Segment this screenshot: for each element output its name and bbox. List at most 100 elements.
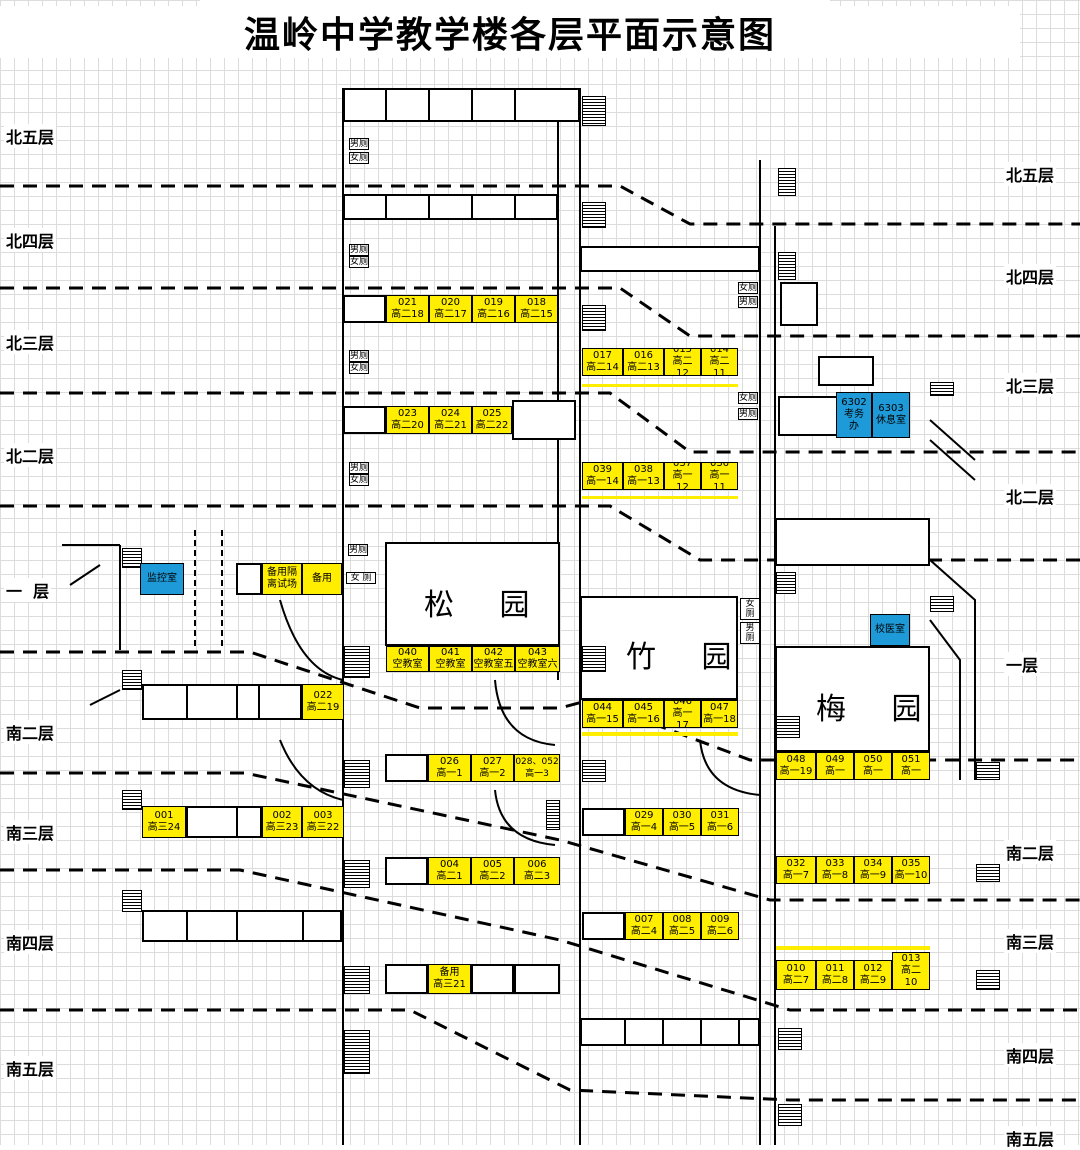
room-blank [236,563,262,595]
room-blank [385,754,428,782]
room-blank [778,396,838,436]
north3-annex [780,282,818,326]
stairs [930,382,954,396]
monitoring-room: 监控室 [140,563,184,595]
landing [512,400,576,440]
stairs [122,548,142,568]
toilet-female: 女厕 [349,362,369,374]
floor-label-left: 北四层 [4,228,57,252]
song-garden [385,542,560,646]
mei-garden [775,646,930,752]
floor-label-left: 北五层 [4,124,57,148]
stairs [778,252,796,280]
room-blank [514,964,560,994]
room: 备用隔 离试场 [262,563,302,595]
floor-label-left: 南五层 [4,1056,57,1080]
stairs [344,760,370,788]
room-blank [385,857,428,885]
stairs [122,890,142,912]
zhu-garden [580,596,738,700]
stairs [582,96,606,126]
toilet-male: 男厕 [349,244,369,256]
mei-north-block [775,518,930,566]
south5-corridor [580,1018,760,1046]
mei-garden-label: 梅 园 [816,692,940,727]
room-blank [343,406,386,434]
floor-label-left: 一 层 [4,578,52,602]
toilet-female: 女厕 [349,152,369,164]
floor-label-left: 南四层 [4,930,57,954]
floor-label-right: 一层 [1004,652,1041,676]
north3-annex [818,356,874,386]
toilet-female: 女 厕 [740,598,760,620]
toilet-male: 男厕 [738,408,758,420]
toilet-male: 男厕 [349,138,369,150]
floor-label-left: 北三层 [4,330,57,354]
stairs [546,800,560,830]
stairs [930,596,954,612]
toilet-male: 男厕 [349,350,369,362]
toilet-male: 男 厕 [740,622,760,644]
stairs [976,864,1000,882]
floor-label-right: 南三层 [1004,929,1057,953]
north4-east-corridor [580,246,760,272]
stairs [582,202,606,228]
stairs [776,572,796,594]
floor-label-right: 南四层 [1004,1043,1057,1067]
stairs [778,168,796,196]
stairs [582,760,606,782]
stairs [582,646,606,672]
stairs [344,860,370,888]
song-garden-label: 松 园 [424,588,548,623]
stairs [122,670,142,690]
stairs [976,762,1000,780]
zhu-garden-label: 竹 园 [626,640,750,675]
stairs [976,970,1000,990]
room-blank [582,912,625,940]
floor-label-right: 北五层 [1004,162,1057,186]
toilet-male: 男厕 [349,462,369,474]
clinic-room: 校医室 [870,614,910,646]
page-title: 温岭中学教学楼各层平面示意图 [0,6,1020,58]
stairs [778,1028,802,1050]
floor-label-right: 南二层 [1004,840,1057,864]
stairs [344,1030,370,1074]
toilet-female: 女厕 [349,474,369,486]
room-blank [186,806,262,838]
toilet-female: 女厕 [738,282,758,294]
stairs [776,716,800,738]
north4-corridor [343,194,558,220]
stairs [582,305,606,331]
